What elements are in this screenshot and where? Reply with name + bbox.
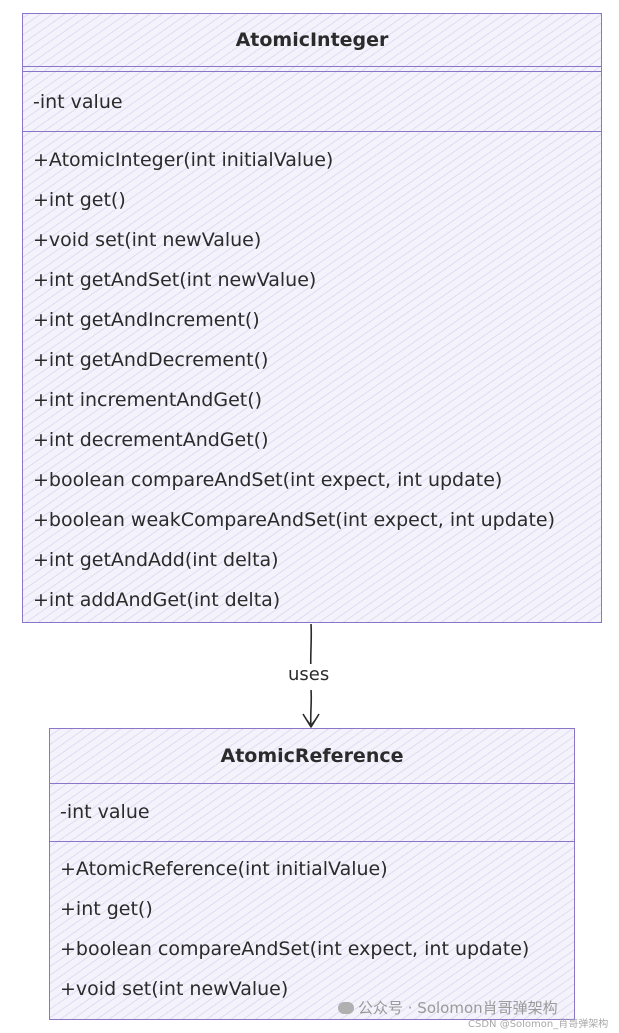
wechat-icon xyxy=(338,1002,354,1014)
divider xyxy=(50,841,574,842)
method: +int getAndSet(int newValue) xyxy=(33,269,317,291)
class-name: AtomicInteger xyxy=(235,29,389,51)
method: +boolean weakCompareAndSet(int expect, i… xyxy=(33,509,555,531)
method: +int get() xyxy=(60,898,153,920)
class-box-atomicinteger: AtomicInteger -int value +AtomicInteger(… xyxy=(22,13,602,623)
method: +int get() xyxy=(33,189,126,211)
method: +boolean compareAndSet(int expect, int u… xyxy=(33,469,503,491)
watermark-text: 公众号 · Solomon肖哥弹架构 xyxy=(358,999,558,1017)
class-name: AtomicReference xyxy=(220,745,404,767)
method: +void set(int newValue) xyxy=(33,229,262,251)
relation-label: uses xyxy=(286,664,332,685)
method: +int addAndGet(int delta) xyxy=(33,589,281,611)
method: +void set(int newValue) xyxy=(60,978,289,1000)
method: +int getAndIncrement() xyxy=(33,309,260,331)
method: +boolean compareAndSet(int expect, int u… xyxy=(60,938,530,960)
attribute: -int value xyxy=(60,801,150,823)
method: +int getAndAdd(int delta) xyxy=(33,549,279,571)
divider xyxy=(50,783,574,784)
arrowhead-icon xyxy=(302,713,320,728)
watermark: 公众号 · Solomon肖哥弹架构 xyxy=(338,997,558,1018)
watermark-sub: CSDN @Solomon_肖哥弹架构 xyxy=(468,1019,609,1030)
method: +AtomicReference(int initialValue) xyxy=(60,858,388,880)
attributes-section: -int value xyxy=(23,72,601,131)
methods-section: +AtomicReference(int initialValue) +int … xyxy=(50,842,574,1017)
method: +int incrementAndGet() xyxy=(33,389,263,411)
methods-section: +AtomicInteger(int initialValue) +int ge… xyxy=(23,132,601,628)
class-box-atomicreference: AtomicReference -int value +AtomicRefere… xyxy=(49,728,575,1020)
attribute: -int value xyxy=(33,91,123,113)
method: +int decrementAndGet() xyxy=(33,429,269,451)
method: +AtomicInteger(int initialValue) xyxy=(33,149,334,171)
attributes-section: -int value xyxy=(50,784,574,841)
method: +int getAndDecrement() xyxy=(33,349,269,371)
divider xyxy=(23,66,601,72)
divider xyxy=(23,131,601,132)
